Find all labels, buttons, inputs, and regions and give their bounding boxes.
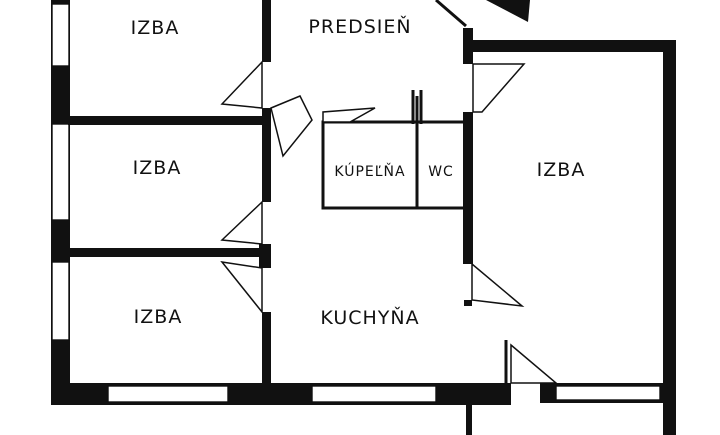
exterior-walls — [51, 0, 676, 435]
wall-izba1-predsien-top — [262, 0, 271, 62]
door-izba2 — [220, 200, 263, 245]
door-kuchyna-right — [471, 262, 525, 308]
door-izba1 — [220, 60, 263, 109]
right-wall — [663, 40, 676, 435]
right-top-wall — [470, 40, 676, 52]
door-predsien — [270, 95, 313, 158]
window-bottom-3 — [555, 385, 661, 401]
door-balcony — [510, 343, 559, 384]
door-izba3 — [220, 260, 263, 315]
wall-hall-izba-right-top — [463, 28, 473, 64]
left-windows — [51, 3, 70, 341]
bathroom-block — [321, 120, 467, 210]
wall-hall-izba-right-mid — [463, 112, 473, 264]
north-arrow-icon — [486, 0, 530, 22]
wall-izba2-izba3-end — [259, 244, 271, 268]
doors — [220, 0, 559, 384]
room-labels: IZBA PREDSIEŇ IZBA KÚPEĽŇA WC IZBA IZBA … — [131, 15, 586, 329]
window-bottom-1 — [107, 385, 229, 403]
door-kupelna — [322, 107, 376, 123]
label-izba-mid-left: IZBA — [133, 157, 182, 179]
door-izba-right — [472, 63, 526, 113]
window-left-1 — [51, 3, 70, 67]
wall-izba1-izba2 — [68, 116, 268, 125]
label-predsien: PREDSIEŇ — [308, 15, 411, 38]
wall-kuchyna-right — [464, 300, 472, 306]
window-left-2 — [51, 123, 70, 221]
label-kuchyna: KUCHYŇA — [320, 306, 419, 329]
bottom-windows — [107, 385, 661, 403]
wall-izba2-hall-top — [262, 120, 271, 202]
interior-walls — [68, 0, 508, 405]
label-izba-top-left: IZBA — [131, 17, 180, 39]
wall-izba2-izba3 — [68, 248, 268, 257]
label-izba-bottom-left: IZBA — [134, 306, 183, 328]
window-bottom-2 — [311, 385, 437, 403]
balcony-left-post — [466, 405, 472, 435]
window-left-3 — [51, 261, 70, 341]
label-izba-right: IZBA — [537, 159, 586, 181]
label-wc: WC — [428, 164, 454, 180]
wall-izba1-predsien-bot — [262, 108, 271, 120]
north-arrow-line — [435, 0, 467, 28]
label-kupelna: KÚPEĽŇA — [334, 162, 405, 180]
wall-izba3-kuchyna — [262, 312, 271, 387]
